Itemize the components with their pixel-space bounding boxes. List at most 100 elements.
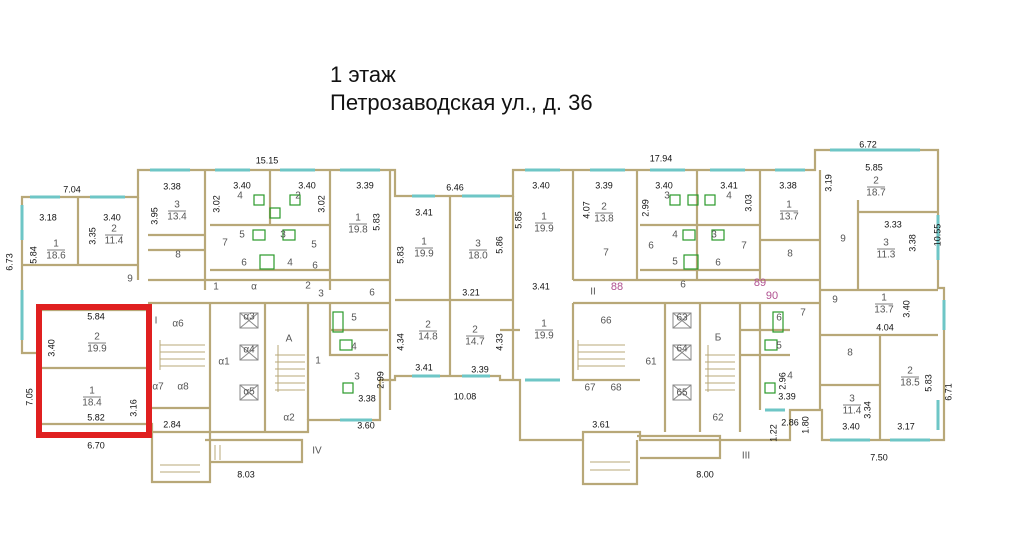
dimension-label: 4.34 — [395, 333, 405, 351]
dimension-label: 3.40 — [901, 300, 911, 318]
room-area: 19.9 — [534, 331, 554, 342]
room-number: α5 — [243, 387, 255, 398]
room-number: 67 — [584, 383, 596, 394]
room-number: 61 — [645, 357, 657, 368]
dimension-label: 3.41 — [532, 281, 550, 291]
dimension-label: 3.40 — [842, 421, 860, 431]
dimension-label: 3.38 — [907, 234, 917, 252]
room-number: 2 — [601, 202, 607, 213]
room-number: 5 — [672, 257, 678, 268]
dimension-label: 4.07 — [581, 201, 591, 219]
dimension-label: 3.39 — [356, 180, 374, 190]
dimension-label: 4.04 — [876, 322, 894, 332]
room-number: 3 — [280, 230, 286, 241]
dimension-label: 10.08 — [454, 391, 477, 401]
room-number: II — [590, 287, 596, 298]
room-number: 9 — [832, 295, 838, 306]
room-number: 3 — [174, 200, 180, 211]
room-number: 3 — [883, 238, 889, 249]
dimension-label: 5.86 — [494, 236, 504, 254]
dimension-label: 17.94 — [650, 153, 673, 163]
fixtures — [252, 194, 784, 394]
room-number: α7 — [152, 382, 164, 393]
dimension-label: 2.99 — [640, 199, 650, 217]
room-number: 7 — [741, 241, 747, 252]
outline-left-wing — [20, 148, 946, 442]
room-number: 63 — [676, 313, 688, 324]
dimension-label: 3.40 — [298, 180, 316, 190]
dimension-label: 8.00 — [696, 469, 714, 479]
dimension-label: 3.21 — [462, 287, 480, 297]
room-number: 2 — [425, 320, 431, 331]
dimension-label: 3.38 — [358, 393, 376, 403]
room-number: α2 — [283, 413, 295, 424]
dimension-label: 3.41 — [415, 362, 433, 372]
dimension-label: 5.82 — [87, 412, 105, 422]
room-number: 65 — [676, 388, 688, 399]
dimension-label: 3.40 — [532, 180, 550, 190]
room-number: 3 — [849, 394, 855, 405]
dimension-label: 3.34 — [862, 401, 872, 419]
room-number: 64 — [676, 344, 688, 355]
dimension-label: 5.83 — [923, 374, 933, 392]
dimension-label: 5.84 — [87, 311, 105, 321]
room-number: 8 — [787, 249, 793, 260]
room-number: 9 — [840, 234, 846, 245]
room-number: 6 — [312, 261, 318, 272]
room-number: 3 — [475, 239, 481, 250]
room-area: 13.7 — [874, 305, 894, 316]
room-area: 14.8 — [418, 332, 438, 343]
dimension-label: 6.70 — [87, 440, 105, 450]
dimension-label: 5.85 — [513, 211, 523, 229]
room-number: 3 — [354, 372, 360, 383]
dimension-label: 6.72 — [859, 139, 877, 149]
room-number: 5 — [239, 230, 245, 241]
room-number: 3 — [711, 230, 717, 241]
room-number: 2 — [873, 176, 879, 187]
room-number: 5 — [311, 240, 317, 251]
dimension-label: 3.40 — [46, 339, 56, 357]
room-number: α6 — [172, 319, 184, 330]
dimension-label: 2.99 — [375, 371, 385, 389]
room-number: 1 — [213, 282, 219, 293]
dimension-label: 3.40 — [103, 212, 121, 222]
room-area: 13.8 — [594, 214, 614, 225]
room-number: 8 — [847, 348, 853, 359]
room-number: 1 — [355, 213, 361, 224]
dimension-label: 1.22 — [768, 424, 778, 442]
room-area: 19.9 — [534, 224, 554, 235]
dimension-label: 3.38 — [779, 180, 797, 190]
dimension-label: 15.15 — [256, 155, 279, 165]
room-area: 19.9 — [87, 344, 107, 355]
dimension-label: 3.41 — [720, 180, 738, 190]
room-area: 11.4 — [843, 406, 862, 417]
room-number: 68 — [610, 383, 622, 394]
dimension-label: 10.55 — [932, 224, 942, 247]
room-number: 4 — [287, 258, 293, 269]
room-number: I — [155, 316, 158, 327]
dimension-label: 7.04 — [63, 184, 81, 194]
room-number: 7 — [800, 308, 806, 319]
room-number: 9 — [127, 274, 133, 285]
dimension-label: 3.19 — [823, 174, 833, 192]
apartment-number: 90 — [766, 290, 778, 302]
dimension-label: 6.71 — [943, 383, 953, 401]
room-area: 13.7 — [779, 212, 799, 223]
room-number: α4 — [243, 345, 255, 356]
room-number: 3 — [664, 191, 670, 202]
room-number: 8 — [175, 250, 181, 261]
room-number: 7 — [222, 238, 228, 249]
apartment-number: 88 — [611, 281, 623, 293]
dimension-label: 3.39 — [595, 180, 613, 190]
room-number: 2 — [472, 325, 478, 336]
room-number: 4 — [351, 342, 357, 353]
dimension-label: 3.18 — [39, 212, 57, 222]
room-number: III — [742, 451, 750, 462]
dimension-label: 6.73 — [4, 253, 14, 271]
room-number: 1 — [541, 319, 547, 330]
room-area: 11.3 — [877, 250, 896, 261]
room-number: 1 — [53, 239, 59, 250]
dimension-label: 3.40 — [655, 180, 673, 190]
